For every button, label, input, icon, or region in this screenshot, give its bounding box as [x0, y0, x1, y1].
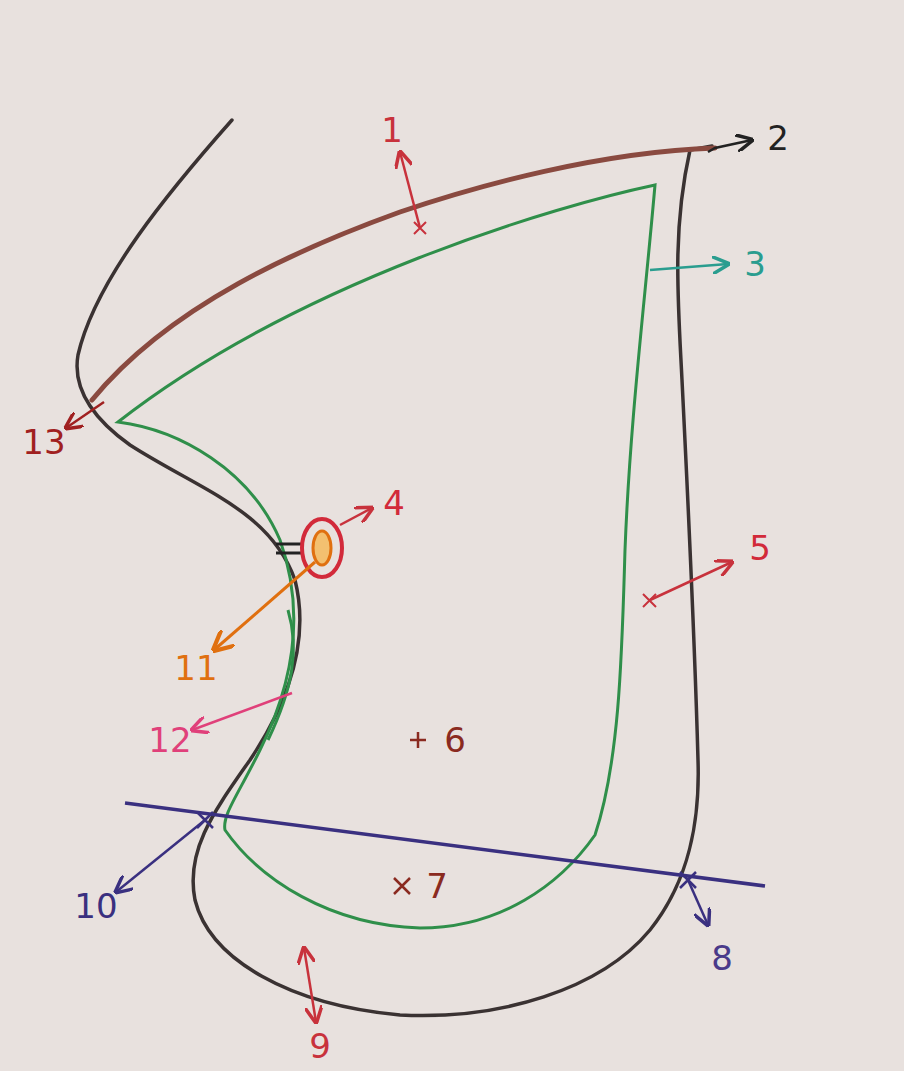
callout-number: 1 [381, 113, 403, 147]
outer-outline [77, 120, 712, 1016]
leader-2 [708, 140, 752, 152]
callout-number: 12 [148, 723, 191, 757]
cross-5 [643, 594, 656, 607]
cross-6 [410, 732, 426, 748]
top-edge [92, 148, 715, 400]
leader-11 [214, 562, 315, 650]
callout-number: 4 [383, 486, 405, 520]
callout-number: 9 [309, 1029, 331, 1063]
callout-number: 10 [74, 889, 117, 923]
leader-3 [650, 264, 728, 270]
foramen-core [313, 531, 331, 565]
cross-7 [394, 878, 410, 894]
canal-lines [276, 544, 303, 553]
callout-number: 2 [767, 121, 789, 155]
callout-number: 6 [444, 723, 466, 757]
cross-1 [414, 222, 426, 234]
callout-number: 13 [22, 425, 65, 459]
leader-12 [192, 693, 292, 730]
leader-10 [116, 820, 205, 892]
callout-number: 5 [749, 531, 771, 565]
leader-13 [66, 402, 104, 428]
callout-number: 3 [744, 247, 766, 281]
callout-number: 11 [174, 651, 217, 685]
leader-4 [340, 508, 372, 525]
cross-10 [197, 812, 213, 828]
cross-8 [680, 872, 696, 888]
leader-9 [304, 948, 316, 1022]
callout-number: 7 [426, 869, 448, 903]
leader-5 [650, 562, 732, 600]
callout-number: 8 [711, 941, 733, 975]
inner-strip [268, 610, 294, 740]
leader-8 [688, 880, 708, 925]
inner-outline [118, 185, 655, 928]
leader-1 [400, 152, 420, 228]
